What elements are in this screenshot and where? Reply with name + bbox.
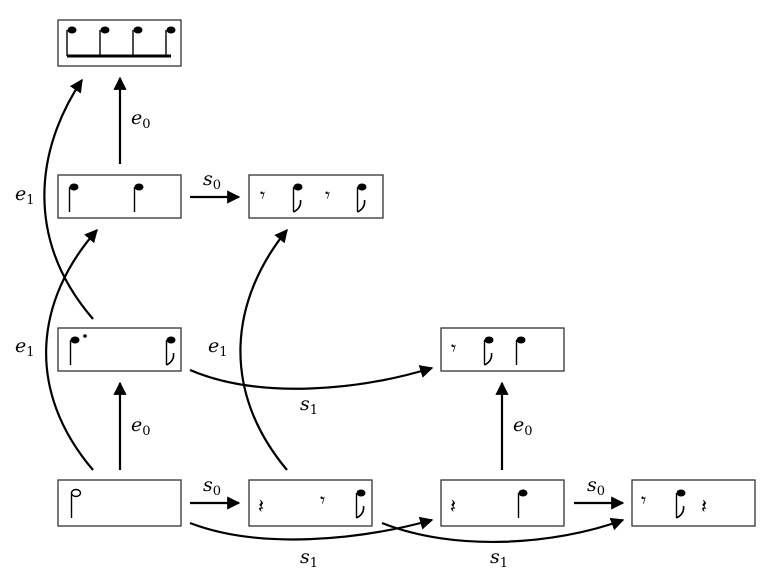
rest-quarter-glyph: 𝄽 [450, 489, 528, 518]
eighth-rest-icon: 𝄾 [641, 488, 646, 512]
rhythm-box-half-note [57, 479, 182, 527]
quarter-notes-glyph [68, 183, 144, 212]
quarter-rest-icon: 𝄽 [701, 494, 707, 518]
edge-label: s1 [300, 546, 318, 571]
rest-eighth-glyphs: 𝄾 𝄾 [260, 183, 367, 213]
edge-label: s0 [587, 474, 605, 499]
rhythm-box-syncopated-eighths: 𝄾 𝄾 [248, 174, 384, 219]
rhythm-box-rest-eighth-rest: 𝄾 𝄽 [631, 479, 756, 527]
edge-s1-row3: s1 [189, 365, 434, 418]
quarter-rest-icon: 𝄽 [258, 494, 264, 518]
edge-label: e1 [15, 335, 35, 360]
rhythm-box-rest-quarter: 𝄽 [440, 479, 565, 527]
eighth-rest-icon: 𝄾 [451, 336, 456, 360]
eighth-rest-icon: 𝄾 [325, 183, 330, 207]
edge-s0-row2: s0 [190, 168, 241, 204]
edge-label: e1 [208, 335, 228, 360]
edge-e0-top: e0 [113, 76, 151, 164]
rhythm-box-rest-eighth-quarter: 𝄾 [440, 327, 565, 372]
rest-eighth-rest-glyph: 𝄾 𝄽 [641, 488, 707, 519]
half-note-glyph [70, 488, 82, 518]
edge-label: s1 [300, 393, 318, 418]
rhythm-box-two-quarters [57, 174, 182, 219]
edge-label: s0 [203, 168, 221, 193]
edge-s1-bottom-b: s1 [381, 517, 625, 571]
beamed-notes-glyph [66, 26, 176, 58]
edge-label: e1 [15, 183, 35, 208]
rhythm-box-dotted-quarter-eighth [57, 327, 182, 372]
rhythm-box-four-beamed-eighths [57, 19, 182, 67]
quarter-rest-icon: 𝄽 [450, 494, 456, 518]
dotted-quarter-eighth-glyph [69, 334, 176, 366]
edge-s1-bottom-a: s1 [189, 516, 434, 571]
edge-e1-left-mid: e1 [15, 229, 98, 471]
edge-e0-mid: e0 [113, 381, 151, 470]
edge-s0-bottom-a: s0 [190, 474, 241, 510]
edge-label: e0 [131, 414, 151, 439]
edge-e1-center: e1 [208, 228, 288, 471]
edge-label: s1 [490, 546, 508, 571]
rest-eighth-quarter-glyph: 𝄾 [451, 336, 526, 366]
edge-label: e0 [513, 414, 533, 439]
edge-label: e0 [131, 107, 151, 132]
rhythm-box-rest-rest-eighth: 𝄽 𝄾 [248, 479, 373, 527]
edge-s0-bottom-b: s0 [574, 474, 625, 510]
edge-e0-right: e0 [495, 381, 533, 470]
rest-rest-eighth-glyph: 𝄽 𝄾 [258, 488, 366, 519]
eighth-rest-icon: 𝄾 [260, 183, 265, 207]
eighth-rest-icon: 𝄾 [320, 488, 325, 512]
edge-e1-left-up: e1 [15, 78, 94, 320]
edge-label: s0 [203, 474, 221, 499]
